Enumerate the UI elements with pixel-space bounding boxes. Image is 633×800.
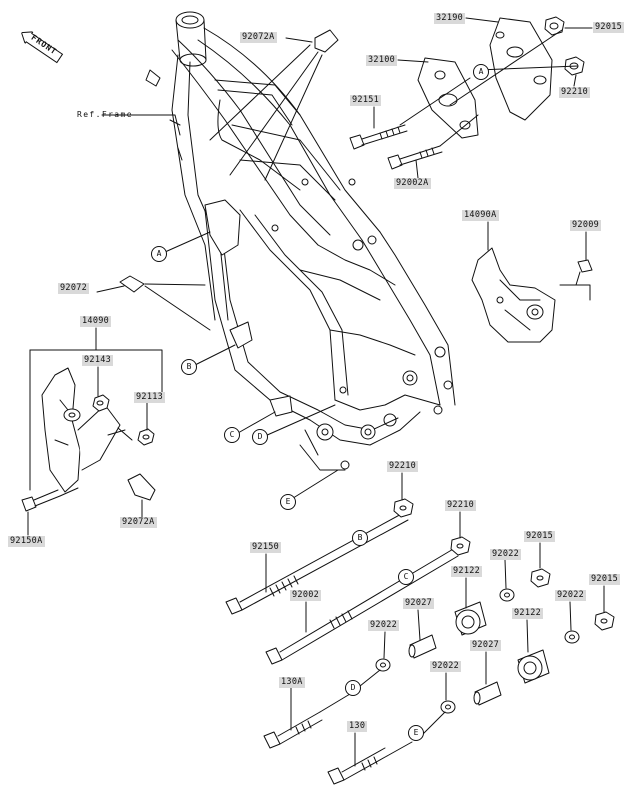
part-label-32190[interactable]: 32190 — [434, 13, 466, 24]
callout-D-frame: D — [252, 429, 268, 445]
part-label-14090A[interactable]: 14090A — [462, 210, 499, 221]
bottom-hardware-drawing — [225, 498, 615, 785]
label-leaders — [27, 17, 605, 767]
main-frame-drawing — [145, 11, 456, 471]
callout-C-bolt: C — [398, 569, 414, 585]
callout-D-bolt: D — [345, 680, 361, 696]
callout-A-frame: A — [151, 246, 167, 262]
part-label-32100[interactable]: 32100 — [366, 55, 398, 66]
part-label-92210-b2[interactable]: 92210 — [445, 500, 477, 511]
part-label-130[interactable]: 130 — [347, 721, 368, 732]
part-label-92002[interactable]: 92002 — [290, 590, 322, 601]
part-label-92150A[interactable]: 92150A — [8, 536, 45, 547]
engine-mount-plates-drawing — [349, 16, 585, 170]
part-label-92072[interactable]: 92072 — [58, 283, 90, 294]
part-label-92150[interactable]: 92150 — [250, 542, 282, 553]
callout-B-bolt: B — [352, 530, 368, 546]
part-label-92027-a[interactable]: 92027 — [403, 598, 435, 609]
part-label-92210-b1[interactable]: 92210 — [387, 461, 419, 472]
part-label-92143[interactable]: 92143 — [82, 355, 114, 366]
callout-B-frame: B — [181, 359, 197, 375]
part-label-92022-d[interactable]: 92022 — [430, 661, 462, 672]
part-label-92122-b[interactable]: 92122 — [512, 608, 544, 619]
small-bracket-drawings — [101, 29, 339, 501]
part-label-92002A[interactable]: 92002A — [394, 178, 431, 189]
part-label-92015-b1[interactable]: 92015 — [524, 531, 556, 542]
front-arrow-icon — [20, 31, 64, 64]
part-label-92015-b2[interactable]: 92015 — [589, 574, 621, 585]
ref-frame-label: Ref.Frame — [77, 110, 133, 119]
part-label-92151[interactable]: 92151 — [350, 95, 382, 106]
part-label-14090[interactable]: 14090 — [80, 316, 112, 327]
callout-C-frame: C — [224, 427, 240, 443]
callout-E-bolt: E — [408, 725, 424, 741]
cover-14090A-drawing — [471, 247, 593, 343]
callout-A-plate: A — [473, 64, 489, 80]
part-label-130A[interactable]: 130A — [279, 677, 305, 688]
front-direction-indicator: FRONT — [18, 26, 64, 64]
part-label-92022-c[interactable]: 92022 — [368, 620, 400, 631]
part-label-92027-b[interactable]: 92027 — [470, 640, 502, 651]
part-label-92122-a[interactable]: 92122 — [451, 566, 483, 577]
part-label-92009[interactable]: 92009 — [570, 220, 602, 231]
cover-14090-drawing — [21, 349, 163, 512]
part-label-92210-top[interactable]: 92210 — [559, 87, 591, 98]
part-label-92072A-bottom[interactable]: 92072A — [120, 517, 157, 528]
part-label-92015-top[interactable]: 92015 — [593, 22, 625, 33]
part-label-92113[interactable]: 92113 — [134, 392, 166, 403]
part-label-92022-a[interactable]: 92022 — [490, 549, 522, 560]
part-label-92022-b[interactable]: 92022 — [555, 590, 587, 601]
callout-E-frame: E — [280, 494, 296, 510]
part-label-92072A-top[interactable]: 92072A — [240, 32, 277, 43]
